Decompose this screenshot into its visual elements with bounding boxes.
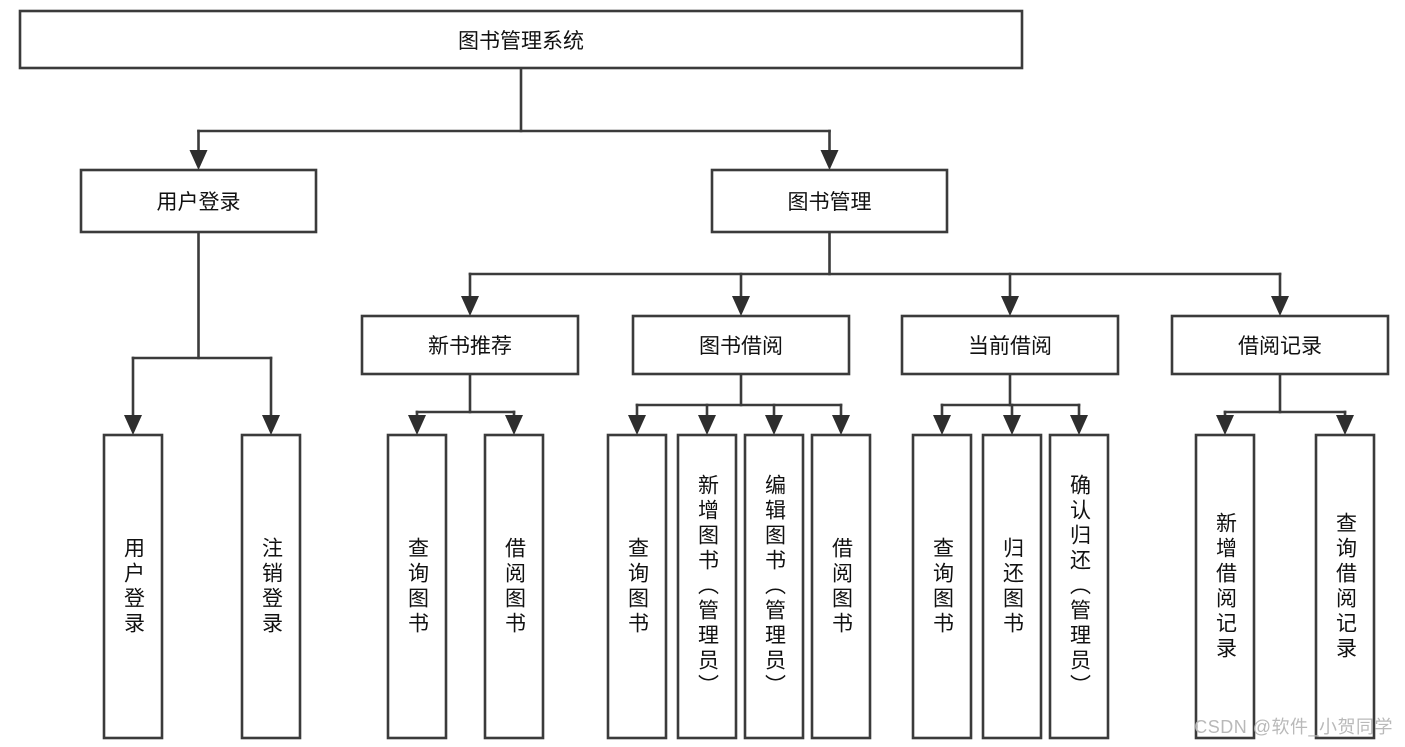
edge-arrow-head bbox=[189, 150, 208, 170]
edge-arrow-head bbox=[1070, 415, 1088, 435]
edge-arrow-head bbox=[1216, 415, 1234, 435]
node-box-leaf-user-logout[interactable] bbox=[240, 433, 302, 740]
node-box-leaf-b-edit[interactable] bbox=[743, 433, 805, 740]
node-box-leaf-c-return[interactable] bbox=[981, 433, 1043, 740]
watermark-text: CSDN @软件_小贺同学 bbox=[1194, 717, 1393, 737]
edge-arrow-head bbox=[262, 415, 280, 435]
node-box-leaf-b-query[interactable] bbox=[606, 433, 668, 740]
edge-arrow-head bbox=[461, 296, 479, 316]
edge-arrow-head bbox=[505, 415, 523, 435]
edge-arrow-head bbox=[1003, 415, 1021, 435]
edge-arrow-head bbox=[832, 415, 850, 435]
node-box-leaf-c-confirm[interactable] bbox=[1048, 433, 1110, 740]
node-box-leaf-r-add[interactable] bbox=[1194, 433, 1256, 740]
edge-arrow-head bbox=[820, 150, 839, 170]
node-box-layer bbox=[18, 9, 1390, 740]
edge-arrow-head bbox=[628, 415, 646, 435]
connector-layer bbox=[124, 66, 1354, 435]
node-box-root[interactable] bbox=[18, 9, 1024, 70]
edge-arrow-head bbox=[408, 415, 426, 435]
node-box-leaf-r-query[interactable] bbox=[1314, 433, 1376, 740]
edge-arrow-head bbox=[933, 415, 951, 435]
node-box-leaf-new-borrow[interactable] bbox=[483, 433, 545, 740]
node-box-l3-record[interactable] bbox=[1170, 314, 1390, 376]
edge-arrow-head bbox=[124, 415, 142, 435]
edge-arrow-head bbox=[732, 296, 750, 316]
edge-arrow-head bbox=[1001, 296, 1019, 316]
node-box-l3-borrow[interactable] bbox=[631, 314, 851, 376]
node-box-l2-book[interactable] bbox=[710, 168, 949, 234]
node-box-leaf-b-add[interactable] bbox=[676, 433, 738, 740]
node-box-l3-current[interactable] bbox=[900, 314, 1120, 376]
node-box-leaf-new-query[interactable] bbox=[386, 433, 448, 740]
edge-arrow-head bbox=[765, 415, 783, 435]
node-box-l3-newbook[interactable] bbox=[360, 314, 580, 376]
node-box-leaf-user-login[interactable] bbox=[102, 433, 164, 740]
node-box-leaf-b-borrow[interactable] bbox=[810, 433, 872, 740]
edge-arrow-head bbox=[1271, 296, 1289, 316]
node-box-l2-user[interactable] bbox=[79, 168, 318, 234]
node-box-leaf-c-query[interactable] bbox=[911, 433, 973, 740]
edge-arrow-head bbox=[1336, 415, 1354, 435]
edge-arrow-head bbox=[698, 415, 716, 435]
